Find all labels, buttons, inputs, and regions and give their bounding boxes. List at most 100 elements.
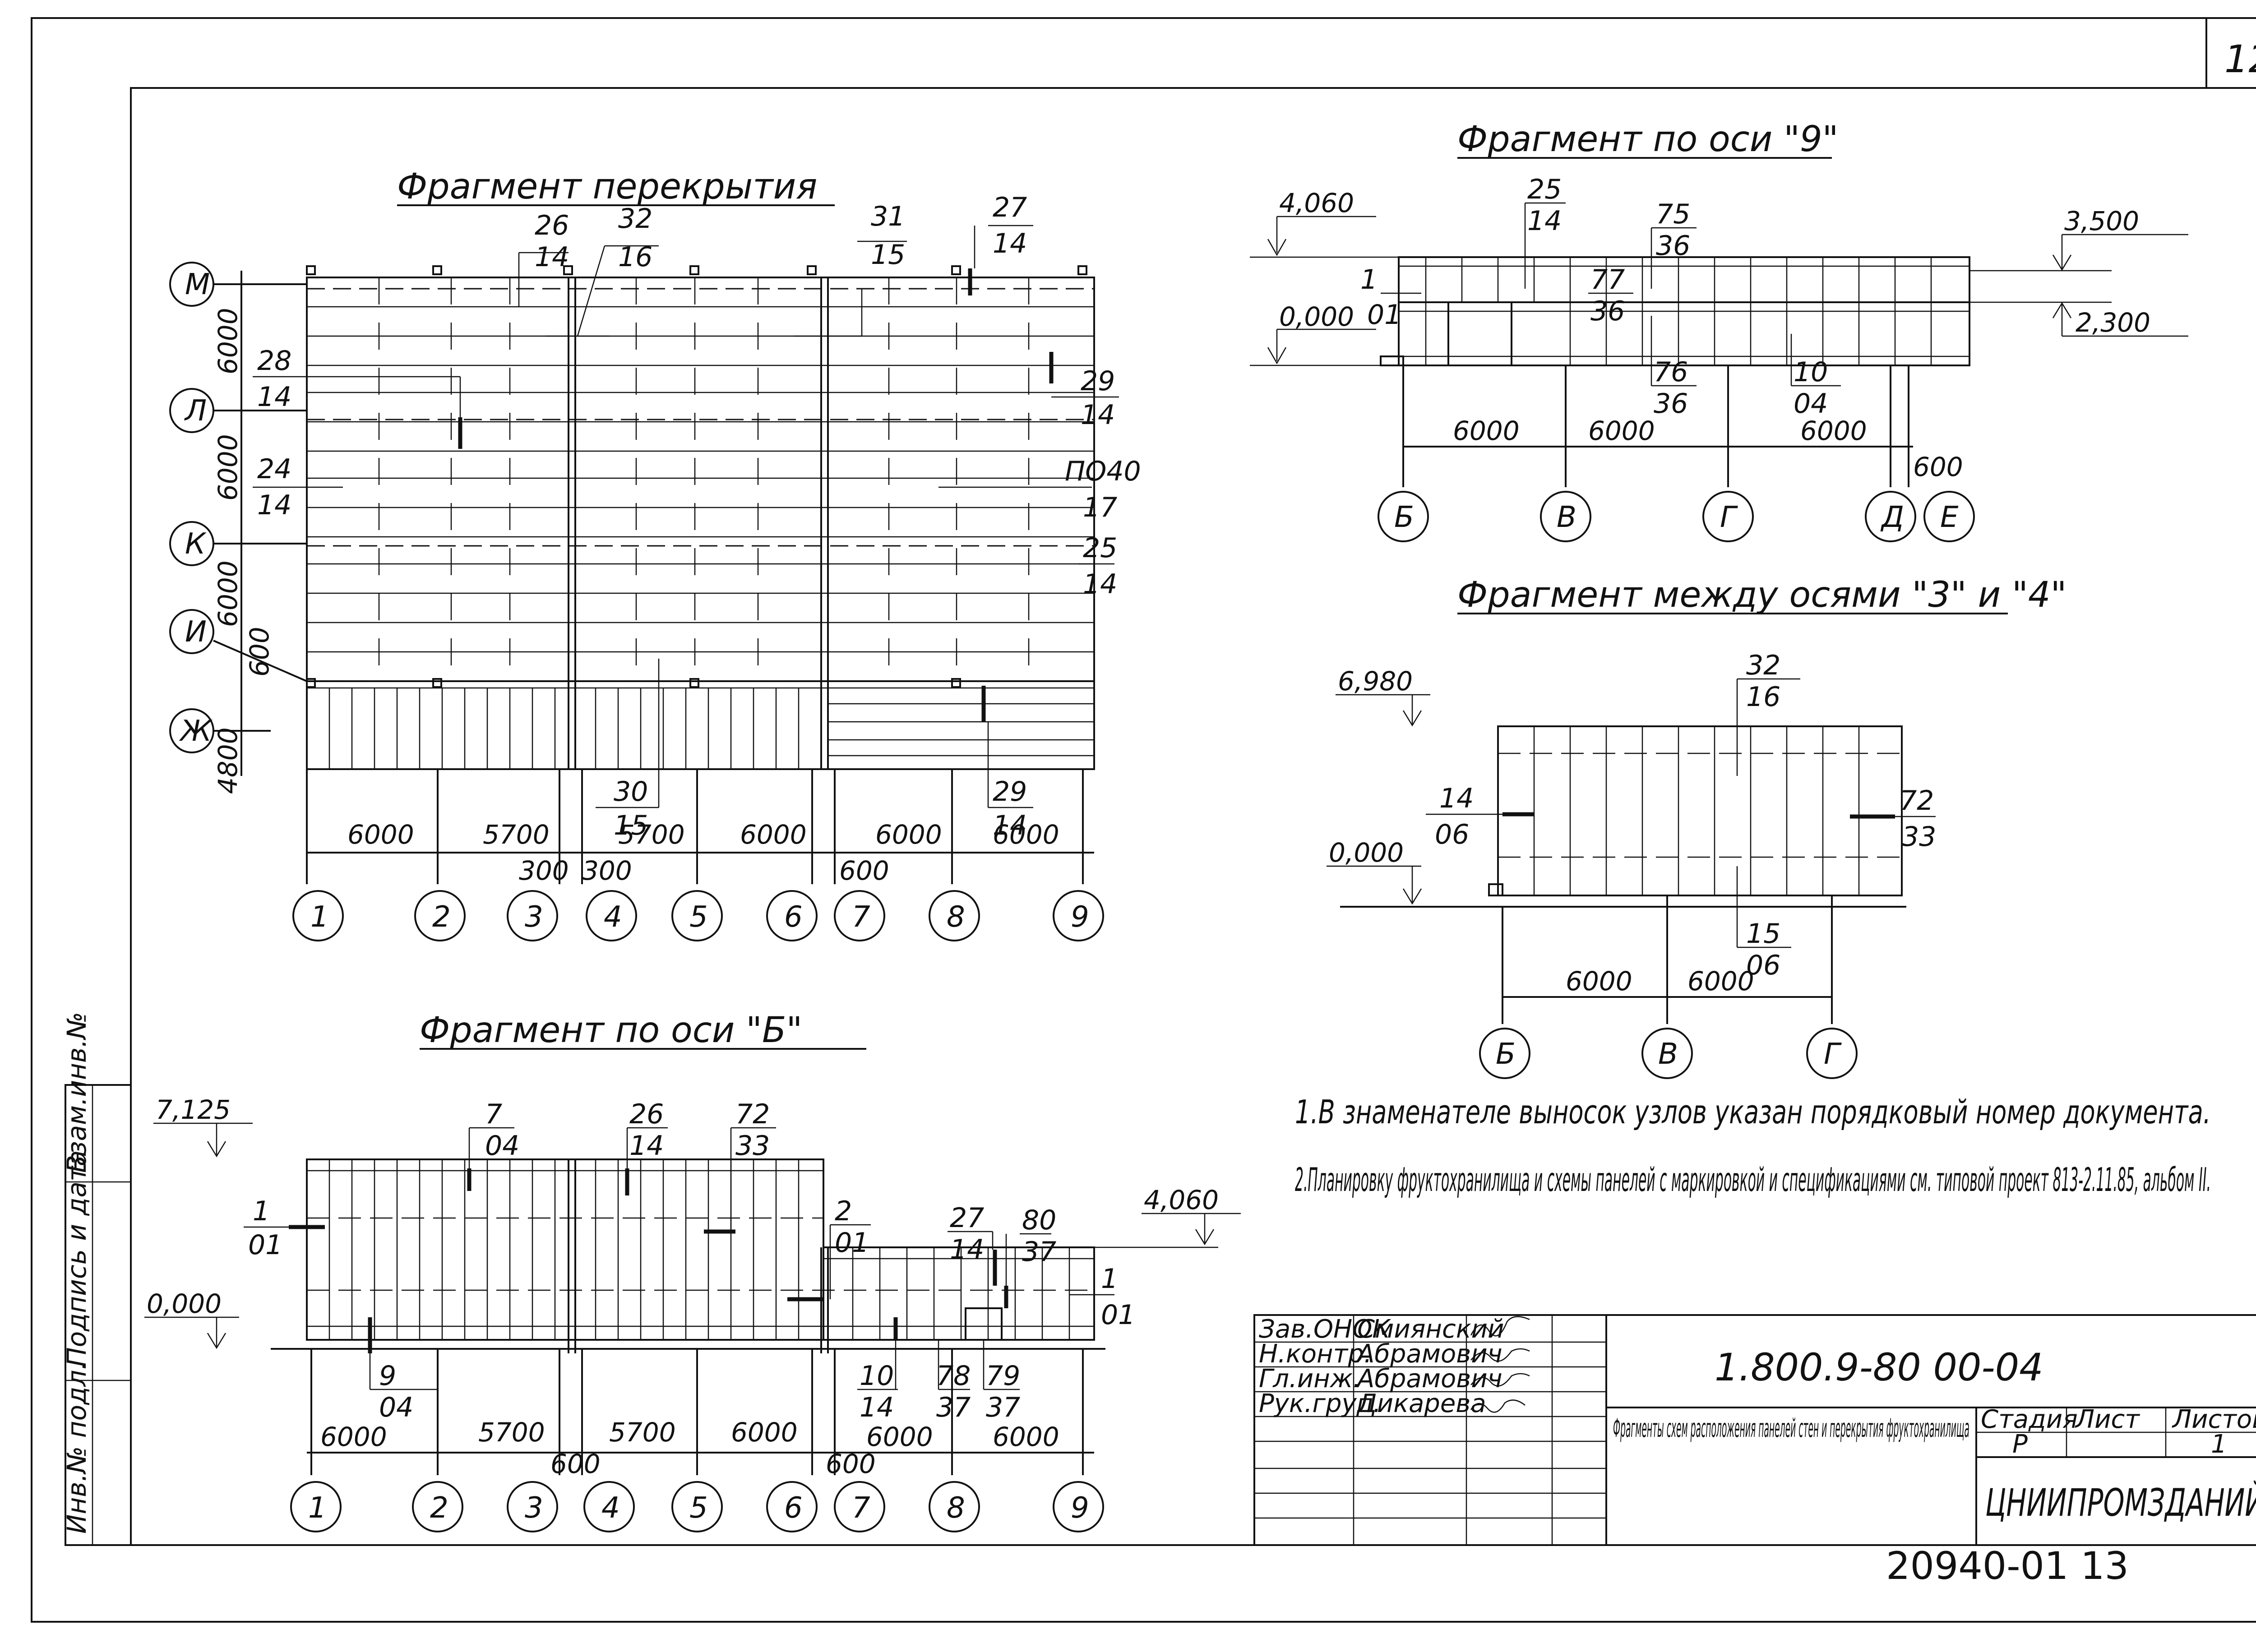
plan-col-dim-2: 5700	[483, 819, 550, 850]
axis9-dim-2: 6000	[1588, 415, 1655, 446]
plan-row-dim-5: 4800	[213, 727, 243, 794]
axisB-col-8: 8	[947, 1491, 965, 1525]
tb-code: 1.800.9-80 00-04	[1715, 1345, 2043, 1389]
axis9-callout-4-bottom: 01	[1367, 299, 1401, 331]
plan-col-axis-2: 2	[432, 900, 451, 934]
plan-col-axis-4: 4	[604, 900, 622, 934]
axis9-callout-5-bottom: 36	[1654, 388, 1688, 420]
axisB-col-7: 7	[852, 1491, 870, 1525]
axisB-callout-8-bottom: 01	[1101, 1299, 1135, 1331]
tb-stage-header: Стадия	[1981, 1405, 2078, 1434]
axisB-callout-4-top: 1	[253, 1195, 270, 1227]
axisB-callout-9-top: 9	[379, 1360, 396, 1392]
plan-callout-1-top: 26	[535, 210, 569, 241]
axisB-small-dim-2: 600	[826, 1449, 876, 1479]
side-stamp: Инв.№ подл. Подпись и дата Взам.инв.№	[61, 1012, 132, 1546]
axes34-callout-1-bottom: 16	[1746, 681, 1780, 713]
axisB-col-4: 4	[601, 1491, 620, 1525]
axisB-level-2: 0,000	[147, 1288, 222, 1319]
axisB-callout-7-bottom: 37	[1022, 1236, 1056, 1268]
axis9-col-G: Г	[1720, 501, 1738, 534]
axisB-callout-2-bottom: 14	[629, 1130, 664, 1162]
stamp-inv-podl: Инв.№ подл.	[61, 1361, 92, 1534]
inner-frame	[130, 87, 2256, 1546]
tb-sheets-header: Листов	[2172, 1405, 2256, 1434]
axisB-col-6: 6	[784, 1491, 803, 1525]
axisB-callout-6-top: 27	[950, 1202, 984, 1234]
axes34-callout-3-top: 72	[1900, 785, 1934, 817]
axisB-callout-5-bottom: 01	[835, 1227, 869, 1259]
plan-row-axis-Zh: Ж	[179, 715, 213, 748]
axes34-callout-4-bottom: 06	[1746, 950, 1780, 981]
stamp-podpis-data: Подпись и дата	[61, 1150, 92, 1367]
axis9-callout-2-bottom: 36	[1656, 230, 1690, 262]
axisB-fragment: Фрагмент по оси "Б"	[144, 1010, 1241, 1532]
axisB-dim-3: 5700	[609, 1417, 676, 1448]
axisB-callout-9-bottom: 04	[379, 1392, 413, 1423]
plan-callout-2-top: 32	[618, 203, 652, 235]
axis9-dim-3: 6000	[1800, 415, 1867, 446]
plan-callout-9-bottom: 14	[1083, 568, 1117, 600]
plan-callout-3-bottom: 15	[871, 239, 905, 271]
plan-callout-8-top: ПО40	[1065, 456, 1141, 487]
axisB-callout-12-bottom: 37	[986, 1392, 1020, 1423]
axisB-dim-5: 6000	[866, 1421, 933, 1452]
axis9-callout-6-top: 10	[1794, 356, 1828, 388]
plan-col-axis-8: 8	[947, 900, 965, 934]
notes: 1.В знаменателе выносок узлов указан пор…	[1295, 1093, 2211, 1199]
plan-col-axis-5: 5	[689, 900, 708, 934]
axis9-callout-1-bottom: 14	[1527, 205, 1562, 237]
axis9-level-3: 3,500	[2064, 206, 2139, 236]
plan-callout-1-bottom: 14	[535, 241, 569, 273]
tb-name-4: Дикарева	[1356, 1389, 1486, 1418]
plan-col-dim-5: 6000	[875, 819, 942, 850]
plan-small-dim-1: 300	[519, 855, 569, 886]
tb-description: Фрагменты схем расположения панелей стен…	[1613, 1414, 1969, 1443]
axis9-callout-6-bottom: 04	[1794, 388, 1828, 420]
tb-org: ЦНИИПРОМЗДАНИЙ	[1985, 1481, 2256, 1525]
plan-callout-7-bottom: 14	[257, 489, 291, 521]
plan-callout-3-top: 31	[871, 201, 905, 232]
axis9-callout-3-top: 77	[1590, 264, 1625, 295]
axis9-fragment: Фрагмент по оси "9"	[1250, 119, 2188, 542]
plan-col-dim-3: 5700	[618, 819, 685, 850]
axis9-col-E: Е	[1940, 501, 1959, 534]
axes34-col-G: Г	[1824, 1038, 1842, 1071]
axes34-dim-2: 6000	[1687, 966, 1754, 997]
plan-row-axis-M: М	[185, 268, 210, 301]
axis9-level-4: 2,300	[2076, 307, 2150, 338]
plan-col-axis-9: 9	[1071, 900, 1089, 934]
axis9-col-V: В	[1557, 501, 1576, 534]
axisB-level-1: 7,125	[156, 1094, 231, 1125]
axis9-col-D: Д	[1880, 501, 1904, 534]
plan-row-axis-I: И	[185, 615, 207, 649]
axisB-callout-3-top: 72	[735, 1098, 770, 1130]
outer-border	[31, 17, 2256, 1623]
plan-row-dim-3: 6000	[213, 560, 243, 627]
axisB-title: Фрагмент по оси "Б"	[420, 1010, 802, 1051]
axes34-callout-2-bottom: 06	[1435, 819, 1469, 850]
axis9-dim-4: 600	[1913, 452, 1963, 482]
axes34-callout-3-bottom: 33	[1902, 821, 1936, 853]
axisB-dim-1: 6000	[320, 1421, 387, 1452]
plan-callout-10-bottom: 15	[614, 810, 648, 841]
axis9-callout-2-top: 75	[1656, 198, 1690, 230]
axes34-callout-2-top: 14	[1439, 783, 1474, 814]
axes34-title: Фрагмент между осями "3" и "4"	[1457, 575, 2066, 615]
axisB-callout-1-bottom: 04	[485, 1130, 519, 1162]
axis9-col-B: Б	[1394, 501, 1414, 534]
plan-col-axis-6: 6	[784, 900, 803, 934]
tb-stage: Р	[2012, 1430, 2028, 1459]
plan-col-axis-3: 3	[525, 900, 543, 934]
note-1: 1.В знаменателе выносок узлов указан пор…	[1295, 1093, 2211, 1131]
tb-role-1: Зав.ОНОК	[1259, 1315, 1391, 1344]
axisB-callout-3-bottom: 33	[735, 1130, 770, 1162]
tb-role-4: Рук.груп.	[1259, 1389, 1381, 1418]
axisB-callout-4-bottom: 01	[248, 1229, 282, 1261]
axisB-callout-6-bottom: 14	[950, 1234, 984, 1265]
plan-col-axis-1: 1	[310, 900, 329, 934]
plan-callout-6-bottom: 14	[1081, 399, 1115, 431]
axis9-callout-5-top: 76	[1654, 356, 1688, 388]
plan-callout-4-top: 27	[993, 192, 1027, 223]
plan-callout-10-top: 30	[614, 776, 648, 808]
